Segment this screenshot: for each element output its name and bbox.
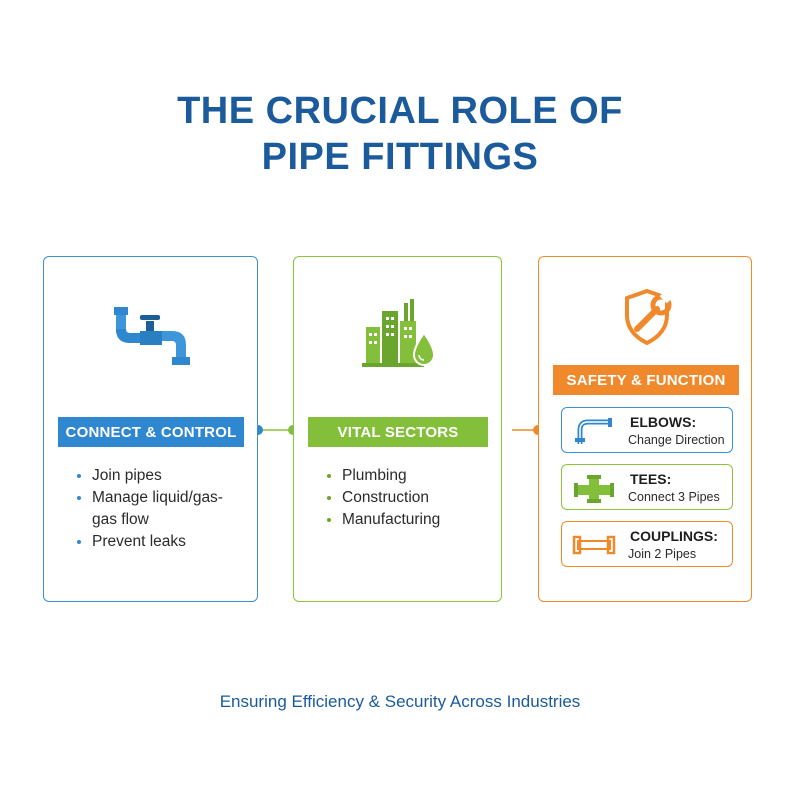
title-line-2: PIPE FITTINGS: [261, 136, 539, 178]
safety-function-header: SAFETY & FUNCTION: [553, 365, 739, 395]
list-item: Join pipes: [92, 465, 242, 487]
tees-title: TEES:: [630, 471, 672, 487]
card-vital-sectors: VITAL SECTORS Plumbing Construction Manu…: [293, 256, 502, 602]
footer-tagline: Ensuring Efficiency & Security Across In…: [219, 692, 581, 711]
vital-sectors-header: VITAL SECTORS: [308, 417, 488, 447]
couplings-subtitle: Join 2 Pipes: [628, 547, 697, 561]
list-item: Prevent leaks: [92, 531, 242, 553]
elbow-pipe-icon: [575, 418, 612, 444]
pipe-valve-icon: [114, 307, 190, 365]
page-title: THE CRUCIAL ROLE OF PIPE FITTINGS: [0, 88, 800, 180]
tee-pipe-icon: [574, 475, 614, 503]
coupling-pipe-icon: [572, 535, 616, 555]
industrial-buildings-water-icon: [362, 299, 436, 367]
vital-sectors-list: Plumbing Construction Manufacturing: [324, 465, 440, 531]
list-item: Manufacturing: [342, 509, 440, 531]
title-line-1: THE CRUCIAL ROLE OF: [177, 90, 623, 132]
couplings-item: COUPLINGS: Join 2 Pipes: [561, 521, 733, 567]
tees-item: TEES: Connect 3 Pipes: [561, 464, 733, 510]
tees-subtitle: Connect 3 Pipes: [628, 490, 720, 504]
list-item: Manage liquid/gas-gas flow: [92, 487, 242, 531]
elbows-title: ELBOWS:: [630, 414, 697, 430]
list-item: Plumbing: [342, 465, 440, 487]
couplings-title: COUPLINGS:: [630, 528, 718, 544]
connect-control-header: CONNECT & CONTROL: [58, 417, 244, 447]
list-item: Construction: [342, 487, 440, 509]
shield-wrench-icon: [625, 288, 673, 346]
card-safety-function: SAFETY & FUNCTION ELBOWS: Change Directi…: [538, 256, 752, 602]
connect-control-list: Join pipes Manage liquid/gas-gas flow Pr…: [74, 465, 242, 553]
card-connect-control: CONNECT & CONTROL Join pipes Manage liqu…: [43, 256, 258, 602]
elbows-subtitle: Change Direction: [628, 433, 725, 447]
elbows-item: ELBOWS: Change Direction: [561, 407, 733, 453]
